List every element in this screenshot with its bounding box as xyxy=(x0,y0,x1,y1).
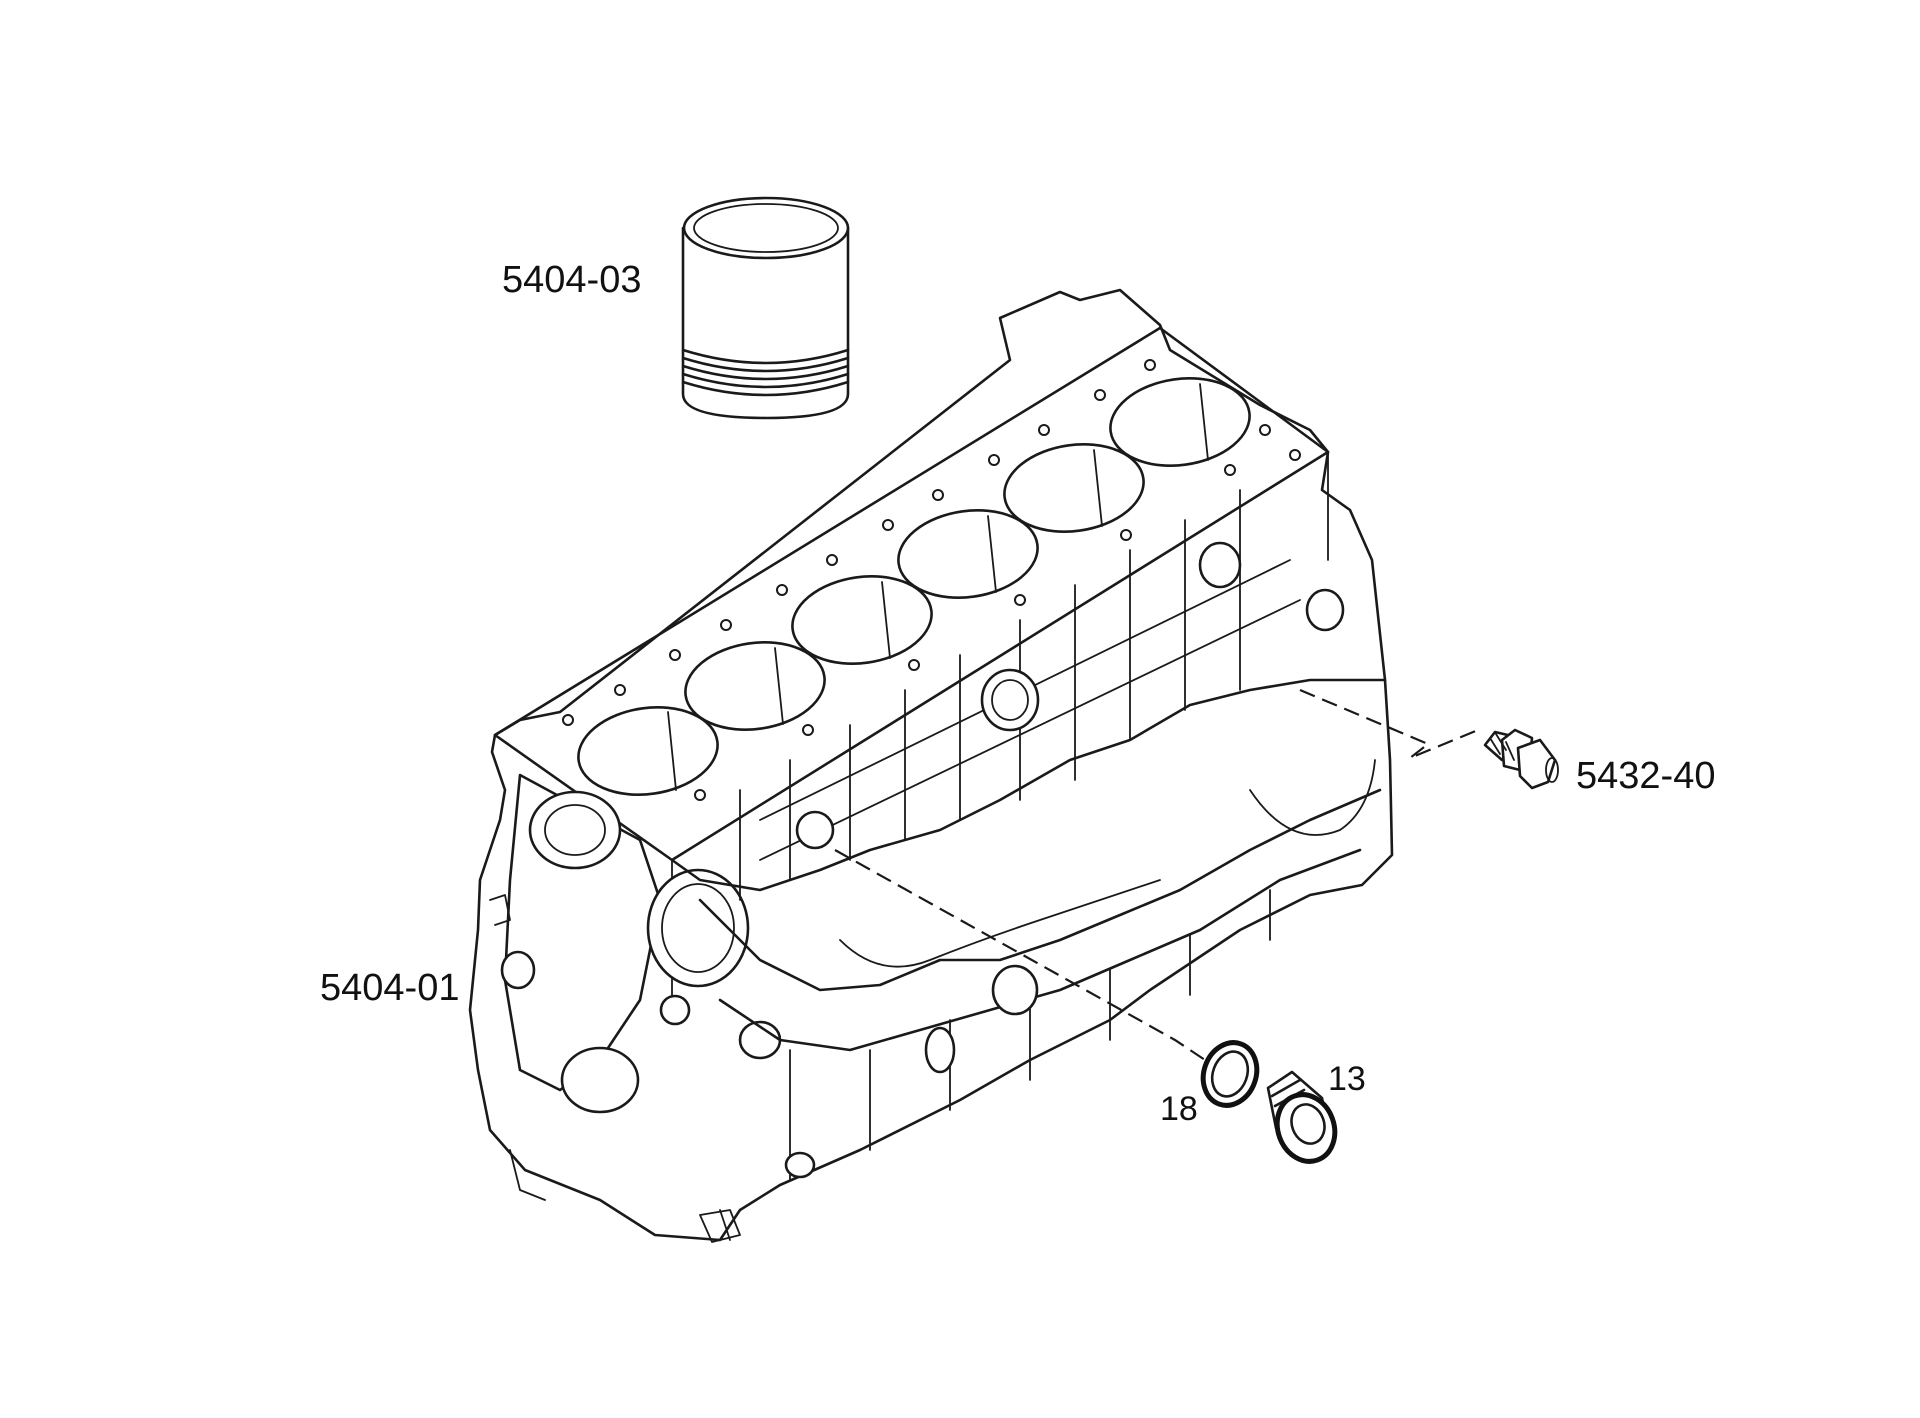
exploded-view-leaders xyxy=(834,688,1479,1061)
label-plug: 13 xyxy=(1328,1060,1366,1098)
threaded-fitting-part xyxy=(1483,728,1559,790)
cylinder-block-part xyxy=(468,288,1394,1243)
cylinder-liner-part xyxy=(681,196,850,420)
label-cylinder-liner: 5404-03 xyxy=(502,259,641,301)
label-sealing-ring: 18 xyxy=(1160,1090,1198,1128)
sealing-ring-part xyxy=(1200,1040,1260,1108)
label-cylinder-block: 5404-01 xyxy=(320,967,459,1009)
cylinder-bores xyxy=(577,377,1251,796)
deck-bolt-holes xyxy=(562,359,1301,801)
label-fitting: 5432-40 xyxy=(1576,755,1715,797)
threaded-plug-part xyxy=(1266,1070,1338,1164)
